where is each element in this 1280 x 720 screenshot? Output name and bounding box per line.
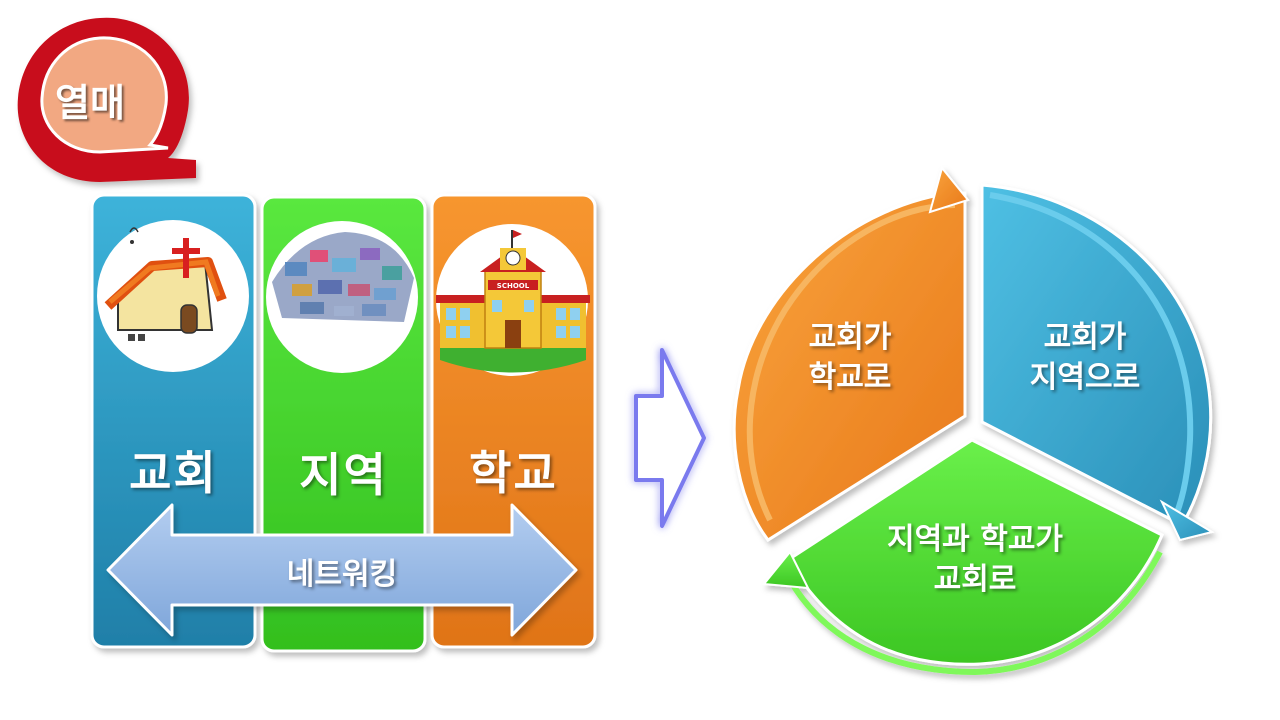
segment-community-school-to-church: 지역과 학교가 교회로: [850, 520, 1100, 600]
segment-church-to-school-line1: 교회가: [808, 320, 892, 355]
school-sign: SCHOOL: [497, 282, 530, 290]
cycle-diagram: [732, 165, 1215, 676]
networking-label: 네트워킹: [286, 557, 398, 592]
school-label: 학교: [469, 446, 558, 500]
segment-church-to-school: 교회가 학교로: [785, 318, 915, 398]
networking-arrow: [106, 503, 578, 637]
town-icon: [266, 221, 418, 373]
segment-church-to-community: 교회가 지역으로: [1005, 318, 1165, 398]
segment-church-to-community-line2: 지역으로: [1029, 360, 1141, 395]
badge-label: 열매: [55, 81, 125, 125]
church-label: 교회: [129, 446, 218, 500]
community-label: 지역: [299, 448, 388, 502]
segment-community-school-to-church-line2: 교회로: [933, 562, 1017, 597]
segment-church-to-school-line2: 학교로: [808, 360, 892, 395]
segment-community-school-to-church-line1: 지역과 학교가: [886, 522, 1064, 557]
fruit-badge: [17, 17, 196, 183]
church-icon: [97, 220, 249, 372]
school-icon: SCHOOL: [436, 224, 590, 376]
right-arrow-icon: [634, 348, 706, 528]
segment-church-to-community-line1: 교회가: [1043, 320, 1127, 355]
